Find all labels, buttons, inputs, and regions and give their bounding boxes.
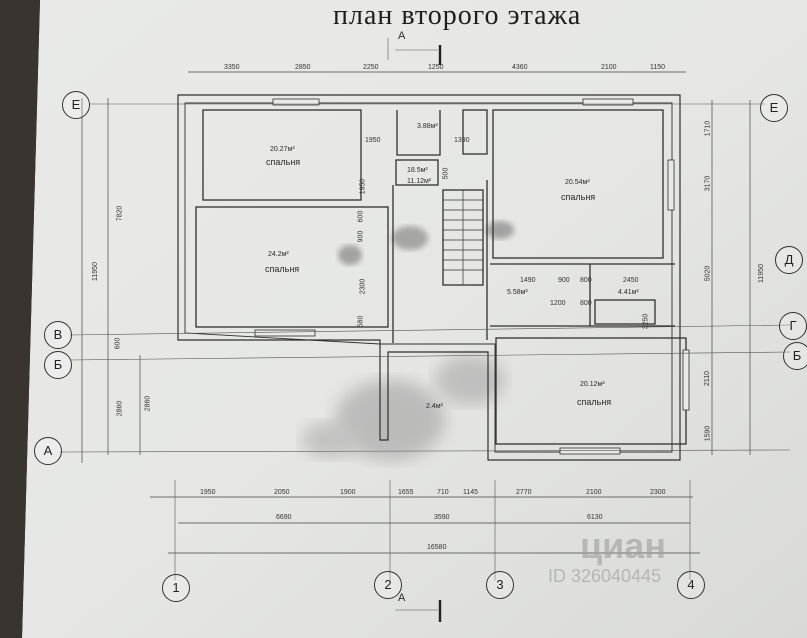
axis-marker-left-a: А	[34, 437, 62, 465]
top-dimension: 2250	[363, 64, 379, 71]
paper-sheet	[22, 0, 807, 638]
inner-dimension: 2300	[359, 278, 367, 295]
bottom-dimension: 2100	[586, 489, 602, 496]
stair-steps	[443, 190, 483, 285]
room-area: 20.54м²	[565, 179, 590, 186]
room-area: 4.41м²	[618, 289, 639, 296]
watermark-brand: циан	[580, 525, 667, 566]
bottom-dimension: 2770	[516, 489, 532, 496]
bottom-dimension: 2050	[274, 489, 290, 496]
axis-marker-3: 3	[486, 571, 514, 599]
right-dimension: 3170	[704, 175, 712, 192]
section-mark-top: A	[398, 30, 406, 42]
left-dimension: 2860	[144, 395, 152, 412]
axis-marker-1: 1	[162, 574, 190, 602]
bottom-dimension: 2300	[650, 489, 666, 496]
axis-marker-left-b: Б	[44, 351, 72, 379]
inner-dimension: 1950	[365, 137, 381, 144]
room-label: спальня	[265, 264, 300, 274]
dark-background-edge	[0, 0, 40, 638]
room-area: 2.4м²	[426, 403, 443, 410]
room-area: 18.5м²	[407, 167, 428, 174]
dimension-lines	[81, 71, 751, 554]
inner-dimension: 900	[558, 277, 570, 284]
subtotal-dimension: 6690	[276, 514, 292, 521]
room-label: спальня	[577, 397, 612, 407]
right-dimension: 5020	[704, 265, 712, 282]
bottom-dimension: 710	[437, 489, 449, 496]
room-label: спальня	[266, 157, 301, 167]
top-dimension: 1250	[428, 64, 444, 71]
inner-dimension: 580	[357, 315, 365, 328]
left-dimension: 2860	[116, 400, 124, 417]
left-dimension: 11950	[91, 262, 99, 281]
axis-marker-right-b: Б	[783, 342, 807, 370]
windows	[254, 98, 690, 455]
plan-title: план второго этажа	[333, 0, 582, 31]
watermark-id: ID 326040445	[548, 566, 662, 586]
inner-dimension: 1200	[550, 300, 566, 307]
subtotal-dimension: 6130	[587, 514, 603, 521]
top-dimension: 2850	[295, 64, 311, 71]
total-dimension: 16580	[427, 544, 447, 551]
inner-dimension: 500	[442, 167, 450, 180]
bottom-dimension: 1655	[398, 489, 414, 496]
axis-marker-right-g: Г	[779, 312, 807, 340]
inner-dimension: 2450	[623, 277, 639, 284]
room-area: 5.58м²	[507, 289, 528, 296]
room-area: 11.12м²	[407, 178, 432, 185]
room-area: 3.88м²	[417, 123, 438, 130]
axis-lines	[59, 38, 791, 622]
right-dimension: 1710	[704, 120, 712, 137]
inner-dimension: 3250	[642, 313, 650, 330]
top-dimension: 3350	[224, 64, 240, 71]
building-outline	[177, 94, 681, 461]
left-dimension: 7820	[116, 205, 124, 222]
inner-dimension: 800	[580, 300, 592, 307]
section-mark-bottom: A	[398, 592, 406, 604]
room-area: 24.2м²	[268, 251, 289, 258]
top-dimension: 2100	[601, 64, 617, 71]
bottom-dimension: 1900	[340, 489, 356, 496]
right-dimension: 2110	[704, 370, 712, 387]
subtotal-dimension: 3590	[434, 514, 450, 521]
room-area: 20.27м²	[270, 146, 295, 153]
axis-marker-left-v: В	[44, 321, 72, 349]
inner-dimension: 1490	[520, 277, 536, 284]
room-label: спальня	[561, 192, 596, 202]
right-dimension: 1590	[704, 425, 712, 442]
axis-marker-4: 4	[677, 571, 705, 599]
left-dimension: 600	[114, 337, 122, 350]
axis-marker-2: 2	[374, 571, 402, 599]
top-dimension: 1150	[650, 64, 666, 71]
axis-marker-right-e: Е	[760, 94, 788, 122]
bottom-dimension: 1950	[200, 489, 216, 496]
axis-marker-right-d: Д	[775, 246, 803, 274]
inner-dimension: 1950	[359, 178, 367, 195]
room-area: 20.12м²	[580, 381, 605, 388]
inner-dimension: 1390	[454, 137, 470, 144]
inner-dimension: 600	[357, 210, 365, 223]
inner-dimension: 900	[357, 230, 365, 243]
top-dimension: 4360	[512, 64, 528, 71]
axis-marker-left-e: Е	[62, 91, 90, 119]
inner-dimension: 800	[580, 277, 592, 284]
right-dimension: 11950	[757, 264, 765, 283]
bottom-dimension: 1145	[463, 489, 479, 496]
